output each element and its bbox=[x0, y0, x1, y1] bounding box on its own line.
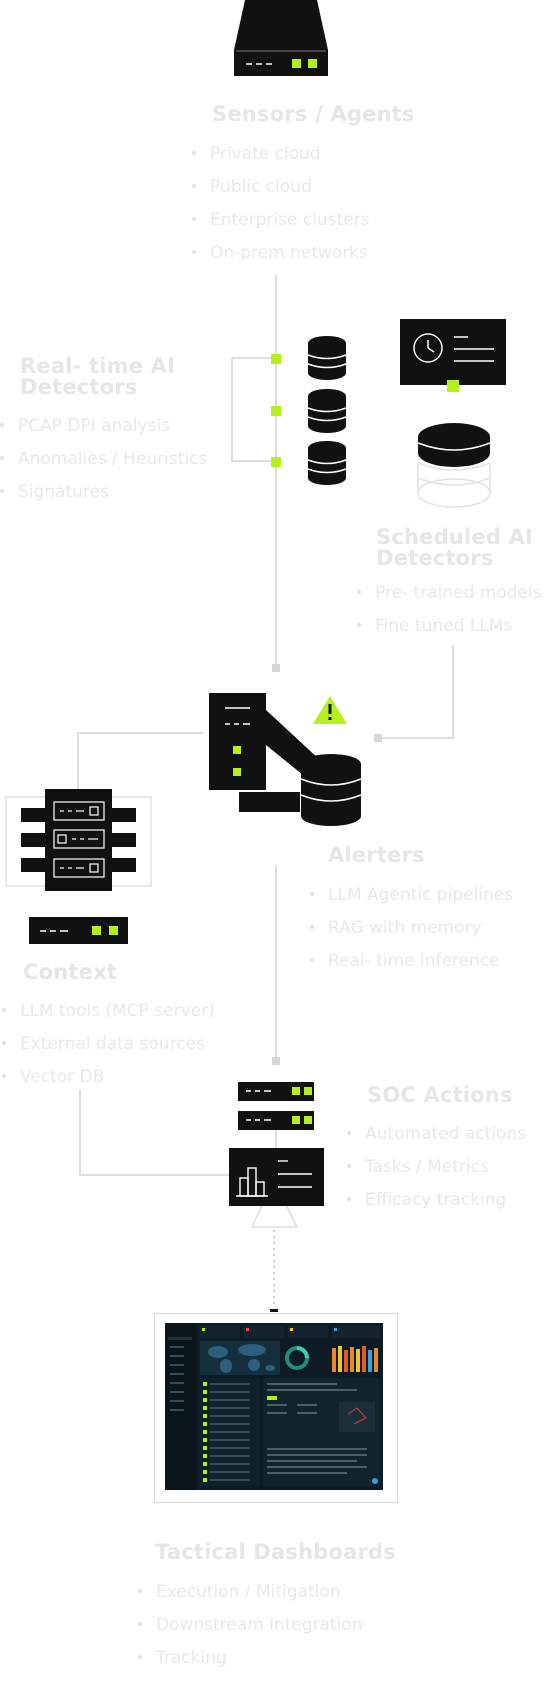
realtime-title-line1: Real- time AI bbox=[20, 354, 176, 378]
context-item: External data sources bbox=[0, 1034, 215, 1067]
context-connector-bottom bbox=[79, 1090, 230, 1176]
realtime-list: PCAP DPI analysis Anomalies / Heuristics… bbox=[0, 416, 207, 515]
scheduled-item: Fine tuned LLMs bbox=[355, 616, 542, 649]
soc-item: Automated actions bbox=[345, 1124, 526, 1157]
alerters-item: RAG with memory bbox=[308, 918, 513, 951]
alerters-item: Real- time inference bbox=[308, 951, 513, 984]
context-item: Vector DB bbox=[0, 1067, 215, 1100]
tactical-item: Downstream integration bbox=[136, 1615, 363, 1648]
context-connector-top bbox=[77, 732, 203, 797]
realtime-item: Anomalies / Heuristics bbox=[0, 449, 207, 482]
context-item: LLM tools (MCP server) bbox=[0, 1001, 215, 1034]
alerters-item: LLM Agentic pipelines bbox=[308, 885, 513, 918]
tactical-title: Tactical Dashboards bbox=[155, 1540, 396, 1564]
tactical-item: Tracking bbox=[136, 1648, 363, 1681]
tactical-item: Execution / Mitigation bbox=[136, 1582, 363, 1615]
sensors-item: Enterprise clusters bbox=[190, 210, 370, 243]
sensors-item: Public cloud bbox=[190, 177, 370, 210]
realtime-item: Signatures bbox=[0, 482, 207, 515]
dashboard-node-a bbox=[270, 1309, 278, 1312]
sensors-item: Private cloud bbox=[190, 144, 370, 177]
scheduled-node bbox=[374, 734, 382, 742]
scheduled-item: Pre- trained models bbox=[355, 583, 542, 616]
sensors-list: Private cloud Public cloud Enterprise cl… bbox=[190, 144, 370, 276]
soc-title: SOC Actions bbox=[367, 1083, 513, 1107]
realtime-bracket bbox=[231, 357, 276, 462]
scheduled-title-line2: Detectors bbox=[376, 546, 494, 570]
context-title: Context bbox=[23, 960, 118, 984]
tactical-list: Execution / Mitigation Downstream integr… bbox=[136, 1582, 363, 1681]
soc-item: Efficacy tracking bbox=[345, 1190, 526, 1223]
scheduled-list: Pre- trained models Fine tuned LLMs bbox=[355, 583, 542, 649]
alerters-list: LLM Agentic pipelines RAG with memory Re… bbox=[308, 885, 513, 984]
realtime-item: PCAP DPI analysis bbox=[0, 416, 207, 449]
scheduled-title-line1: Scheduled AI bbox=[376, 525, 533, 549]
alerters-title: Alerters bbox=[328, 843, 425, 867]
realtime-title-line2: Detectors bbox=[20, 375, 138, 399]
context-list: LLM tools (MCP server) External data sou… bbox=[0, 1001, 215, 1100]
spine-node bbox=[272, 664, 280, 672]
sensors-item: On-prem networks bbox=[190, 243, 370, 276]
soc-list: Automated actions Tasks / Metrics Effica… bbox=[345, 1124, 526, 1223]
soc-item: Tasks / Metrics bbox=[345, 1157, 526, 1190]
soc-node bbox=[272, 1057, 280, 1065]
scheduled-connector bbox=[380, 645, 454, 739]
sensors-title: Sensors / Agents bbox=[212, 102, 415, 126]
